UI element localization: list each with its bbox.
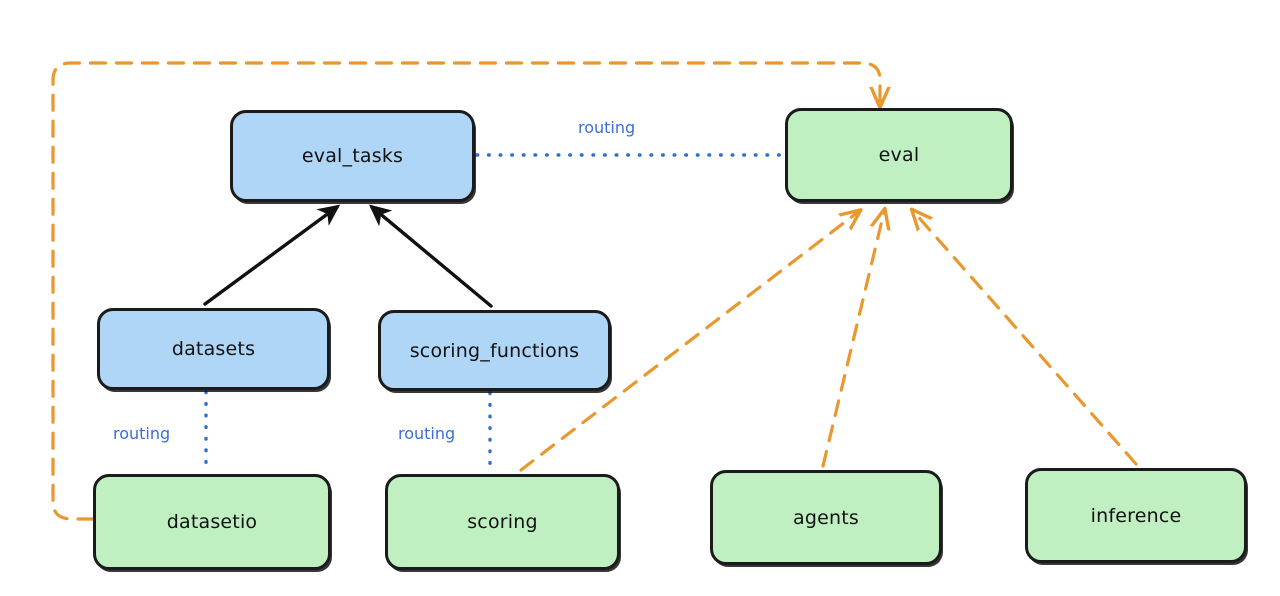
node-label: scoring: [467, 511, 538, 533]
edge-datasetio-to-eval: [51, 61, 880, 521]
node-inference[interactable]: inference: [1025, 468, 1247, 563]
edge-scoring-to-eval: [519, 212, 858, 472]
node-agents[interactable]: agents: [710, 470, 942, 565]
node-datasets[interactable]: datasets: [97, 308, 330, 390]
edge-agents-to-eval: [821, 212, 884, 468]
node-datasetio[interactable]: datasetio: [93, 474, 331, 570]
node-scoring-functions[interactable]: scoring_functions: [378, 310, 611, 391]
edge-inference-to-eval: [914, 212, 1138, 466]
node-label: datasetio: [166, 511, 258, 533]
node-eval-tasks[interactable]: eval_tasks: [230, 110, 475, 202]
node-label: scoring_functions: [409, 339, 580, 362]
node-eval[interactable]: eval: [785, 108, 1013, 202]
node-scoring[interactable]: scoring: [385, 474, 620, 570]
node-label: agents: [793, 506, 859, 529]
edge-label-routing-scoring: routing: [398, 424, 456, 443]
node-label: eval_tasks: [301, 145, 404, 167]
node-label: datasets: [171, 338, 256, 360]
node-label: eval: [878, 144, 920, 166]
edge-scoring-functions-to-eval-tasks: [368, 204, 493, 308]
edge-label-routing-datasets: routing: [113, 424, 171, 443]
edge-datasets-to-eval-tasks: [203, 204, 341, 306]
node-label: inference: [1090, 504, 1182, 527]
edge-label-routing-eval: routing: [578, 118, 636, 137]
